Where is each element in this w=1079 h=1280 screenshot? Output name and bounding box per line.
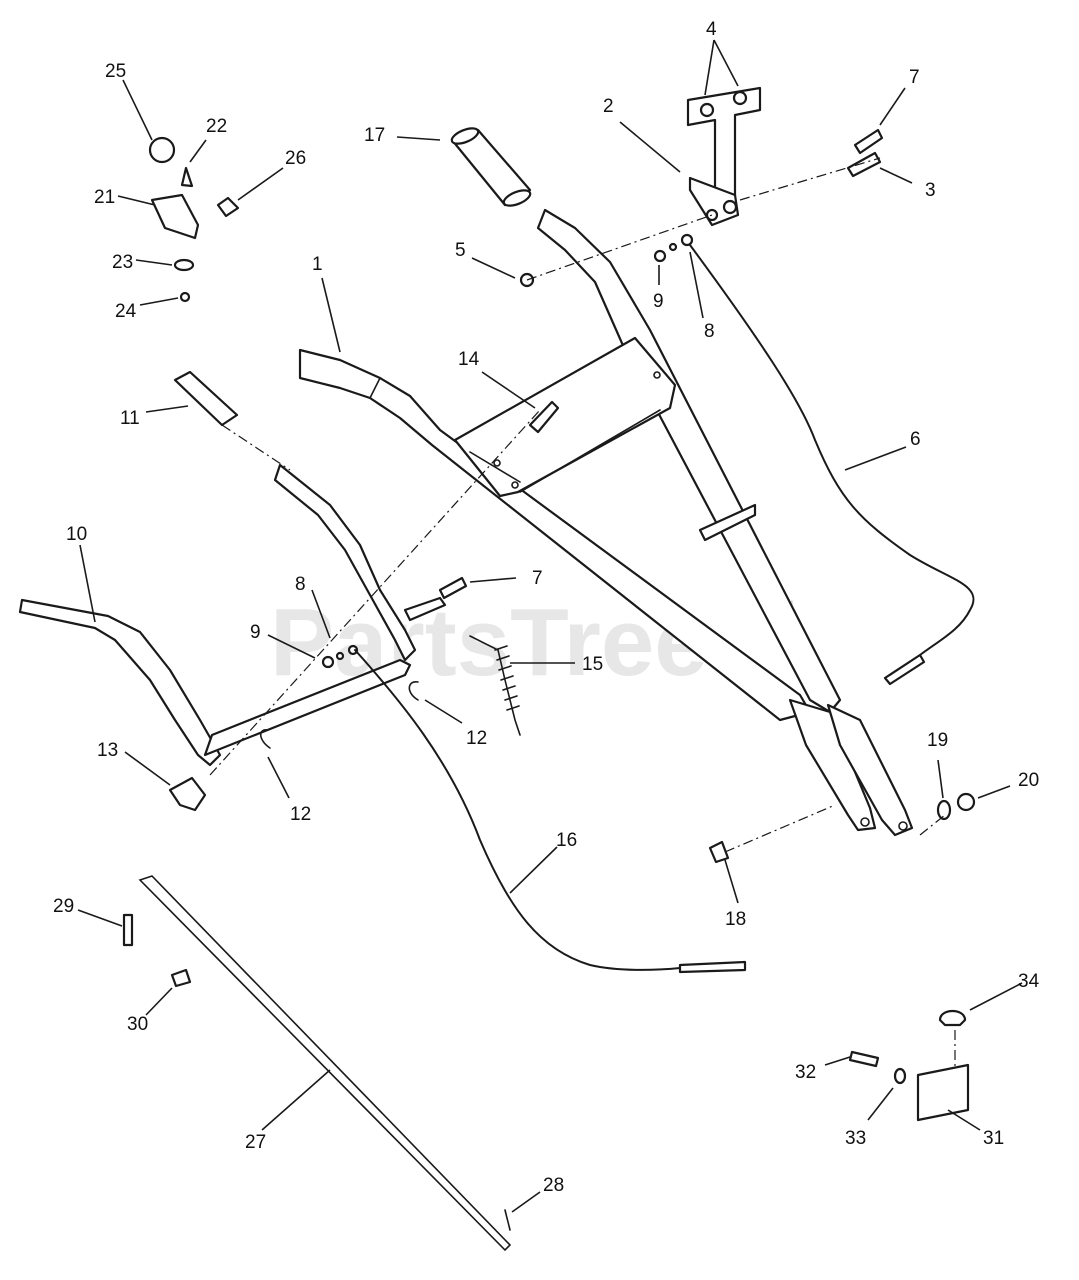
leader-lines (77, 39, 1023, 1213)
assembly-lines (209, 157, 956, 1070)
bolt-7-middle (438, 576, 468, 600)
nut-20 (956, 792, 976, 812)
callout-16: 16 (556, 830, 577, 851)
washer-19 (936, 799, 952, 821)
callout-31: 31 (983, 1128, 1004, 1149)
callout-33: 33 (845, 1128, 866, 1149)
callout-7-middle: 7 (532, 568, 543, 589)
callout-26: 26 (285, 148, 306, 169)
callout-34: 34 (1018, 971, 1040, 992)
callout-7-top: 7 (909, 67, 920, 88)
pin-28 (504, 1209, 511, 1231)
callout-28: 28 (543, 1175, 564, 1196)
callout-12-left: 12 (290, 804, 311, 825)
nut-9-middle (321, 655, 335, 669)
callout-23: 23 (112, 252, 133, 273)
callout-24: 24 (115, 301, 137, 322)
callout-8-middle: 8 (295, 574, 306, 595)
callout-2: 2 (603, 96, 614, 117)
assembly-31-34 (848, 1009, 970, 1122)
callout-32: 32 (795, 1062, 816, 1083)
callout-30: 30 (127, 1014, 148, 1035)
spring-15 (469, 635, 521, 736)
callout-14: 14 (458, 349, 480, 370)
lever-10 (18, 463, 447, 767)
callout-8-top: 8 (704, 321, 715, 342)
callout-13: 13 (97, 740, 118, 761)
washer-middle (347, 644, 359, 656)
callout-25: 25 (105, 61, 126, 82)
callout-1: 1 (312, 254, 323, 275)
clip-12b (408, 681, 419, 701)
callouts: 1 2 3 4 5 6 7 7 8 8 9 9 10 11 12 12 13 1… (53, 19, 1040, 1196)
cable-16 (354, 649, 747, 974)
handle-frame (298, 208, 914, 837)
callout-19: 19 (927, 730, 948, 751)
clip-12a (259, 729, 271, 749)
assembly-21-26 (148, 136, 240, 303)
cable-6 (689, 244, 975, 686)
callout-5: 5 (455, 240, 466, 261)
callout-3: 3 (925, 180, 936, 201)
callout-9-top: 9 (653, 291, 664, 312)
washer-top (668, 242, 678, 252)
screw-14 (528, 400, 560, 434)
callout-11: 11 (120, 408, 140, 429)
bracket-2 (686, 86, 762, 227)
callout-10: 10 (66, 524, 87, 545)
callout-17: 17 (364, 125, 385, 146)
bolt-18 (708, 840, 730, 864)
callout-20: 20 (1018, 770, 1039, 791)
grip-11 (173, 370, 239, 427)
nut-30 (170, 968, 192, 988)
callout-15: 15 (582, 654, 603, 675)
watermark: PartsTree (270, 589, 708, 696)
grip-17 (450, 127, 532, 207)
callout-21: 21 (94, 187, 115, 208)
rod-27 (138, 875, 512, 1252)
callout-4: 4 (706, 19, 717, 40)
callout-27: 27 (245, 1132, 266, 1153)
callout-6: 6 (910, 429, 921, 450)
washer-8-top (680, 233, 694, 247)
callout-18: 18 (725, 909, 746, 930)
washer-8-middle (335, 651, 345, 661)
clip-13 (168, 776, 207, 812)
callout-22: 22 (206, 116, 227, 137)
bolts-3-7 (846, 128, 884, 178)
nut-9-top (653, 249, 667, 263)
callout-12-right: 12 (466, 728, 487, 749)
callout-9-middle: 9 (250, 622, 261, 643)
pin-29 (122, 913, 134, 947)
callout-29: 29 (53, 896, 74, 917)
